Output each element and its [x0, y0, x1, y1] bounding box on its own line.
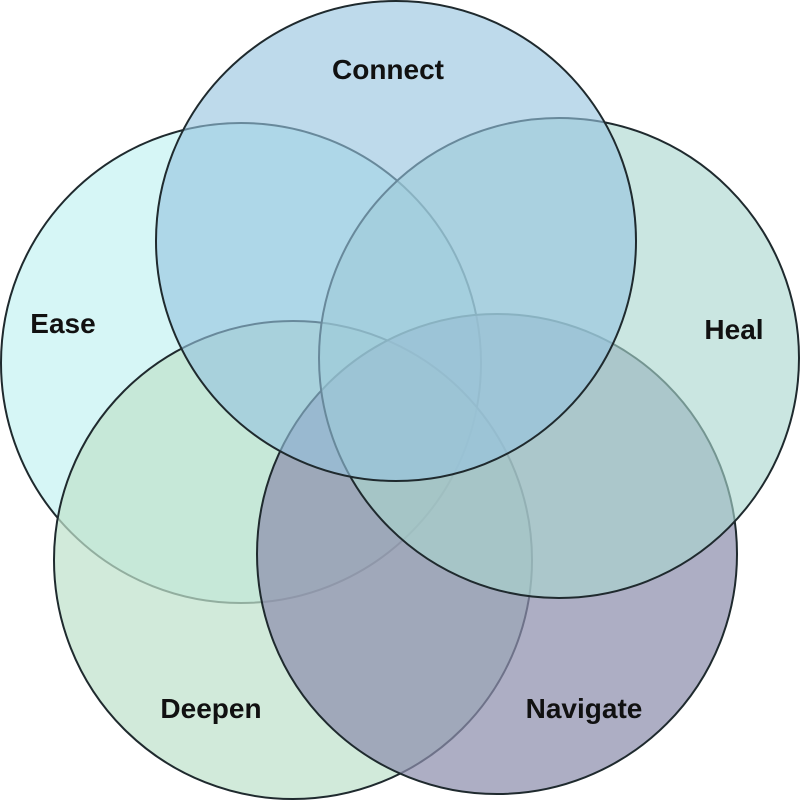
- label-ease: Ease: [30, 308, 95, 339]
- label-connect: Connect: [332, 54, 444, 85]
- venn-labels: Connect Ease Heal Deepen Navigate: [30, 54, 763, 724]
- label-heal: Heal: [704, 314, 763, 345]
- label-deepen: Deepen: [160, 693, 261, 724]
- label-navigate: Navigate: [526, 693, 643, 724]
- circle-connect: [155, 0, 637, 482]
